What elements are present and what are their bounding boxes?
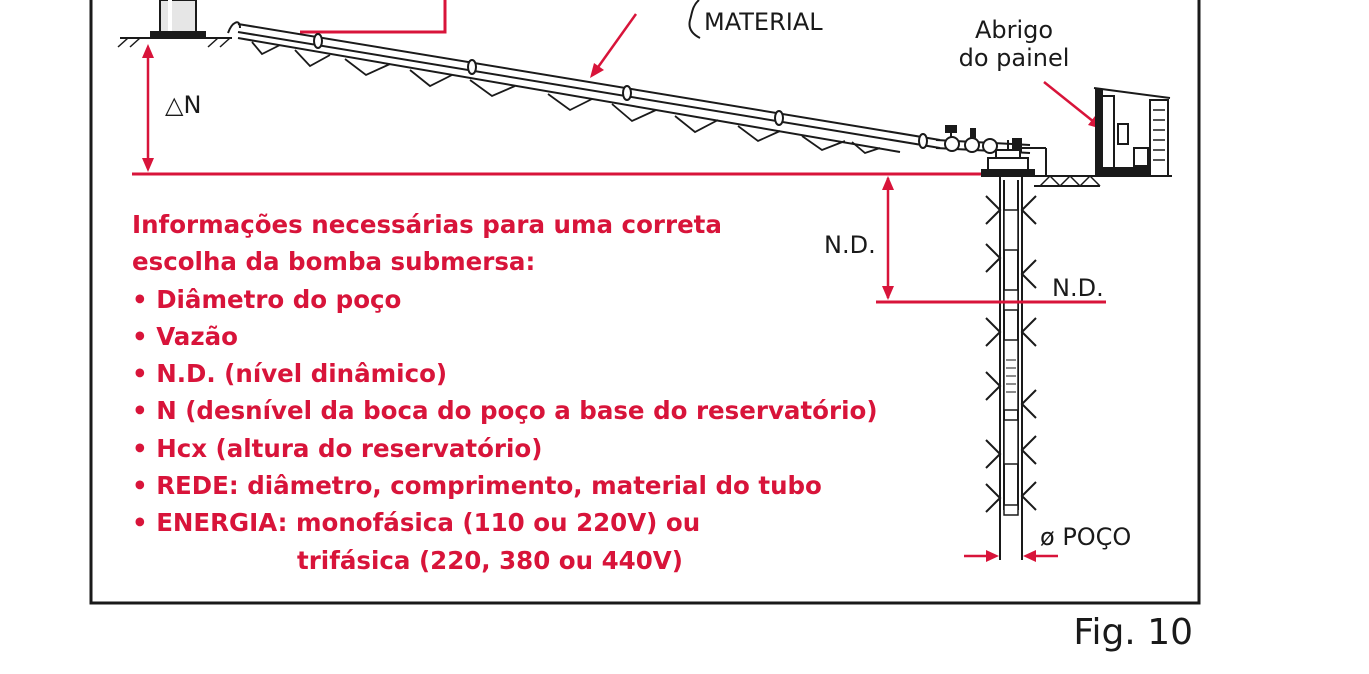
reservoir-base [117,0,241,48]
info-item-network: • REDE: diâmetro, comprimento, material … [132,471,822,501]
info-item-dynamic-level: • N.D. (nível dinâmico) [132,359,448,389]
info-item-height-difference: • N (desnível da boca do poço a base do … [132,396,878,426]
nd-label-left: N.D. [824,231,876,259]
terrain-slope [237,37,901,155]
material-label: MATERIAL [704,8,823,36]
info-heading-line2: escolha da bomba submersa: [132,247,536,277]
nd-label-right: N.D. [1052,274,1104,302]
material-brace [688,0,701,39]
shelter-label-line2: do painel [959,44,1070,72]
well-diameter-arrows [964,550,1058,562]
pipeline [237,23,941,149]
diagram-frame [89,0,1201,605]
shelter-label-line1: Abrigo [975,16,1053,44]
nd-dimension-arrow [882,176,894,300]
valve-assembly [935,125,1031,154]
info-item-diameter: • Diâmetro do poço [132,284,402,314]
hcx-bracket [300,0,447,34]
material-pointer-arrow [590,13,638,78]
info-heading-line1: Informações necessárias para uma correta [132,210,722,239]
panel-shelter [1093,87,1171,177]
figure-label: Fig. 10 [1073,612,1193,653]
info-item-reservoir-height: • Hcx (altura do reservatório) [132,433,543,463]
info-item-energy: • ENERGIA: monofásica (110 ou 220V) ou [132,508,701,538]
right-ground [1034,174,1172,188]
well-wall-hatching [985,195,1037,513]
well-diameter-label: ø POÇO [1040,523,1131,551]
info-item-energy-continuation: trifásica (220, 380 ou 440V) [297,545,683,575]
well-head [981,140,1047,177]
delta-n-dimension [142,44,154,172]
submersible-pump [1003,209,1019,516]
shelter-pointer-arrow [1043,81,1102,129]
pump-selection-info: Informações necessárias para uma correta… [132,206,878,579]
delta-n-label: △N [165,91,201,119]
info-item-flow: • Vazão [132,321,238,351]
